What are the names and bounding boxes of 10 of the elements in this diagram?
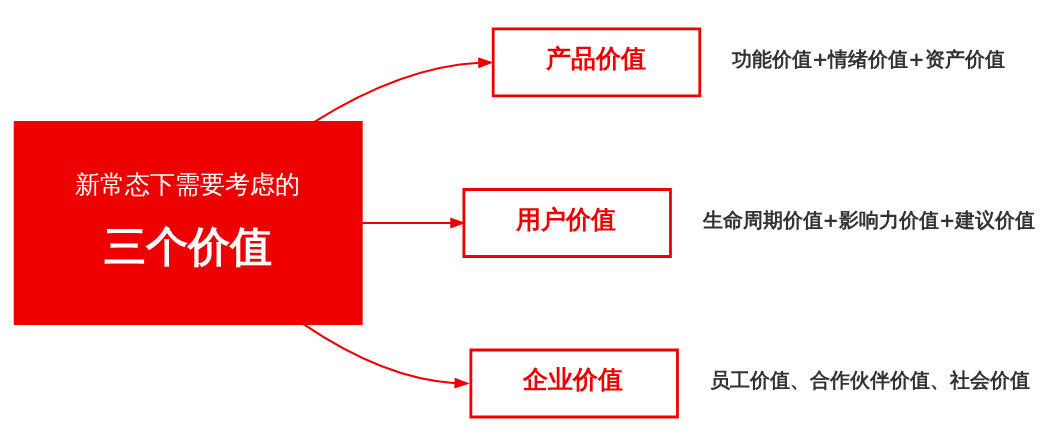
arrow [302, 323, 470, 389]
arrow [362, 217, 466, 229]
node-box: 企业价值 [469, 348, 679, 419]
node-box: 用户价值 [462, 188, 672, 258]
node-label: 生命周期价值+影响力价值+建议价值 [702, 208, 1036, 232]
arrow [313, 57, 494, 123]
node-label: 员工价值、合作伙伴价值、社会价值 [709, 369, 1030, 393]
node-box: 新常态下需要考虑的 三个价值 [13, 121, 363, 325]
node-box: 产品价值 [491, 27, 702, 98]
node-label: 功能价值+情绪价值+资产价值 [731, 48, 1005, 72]
